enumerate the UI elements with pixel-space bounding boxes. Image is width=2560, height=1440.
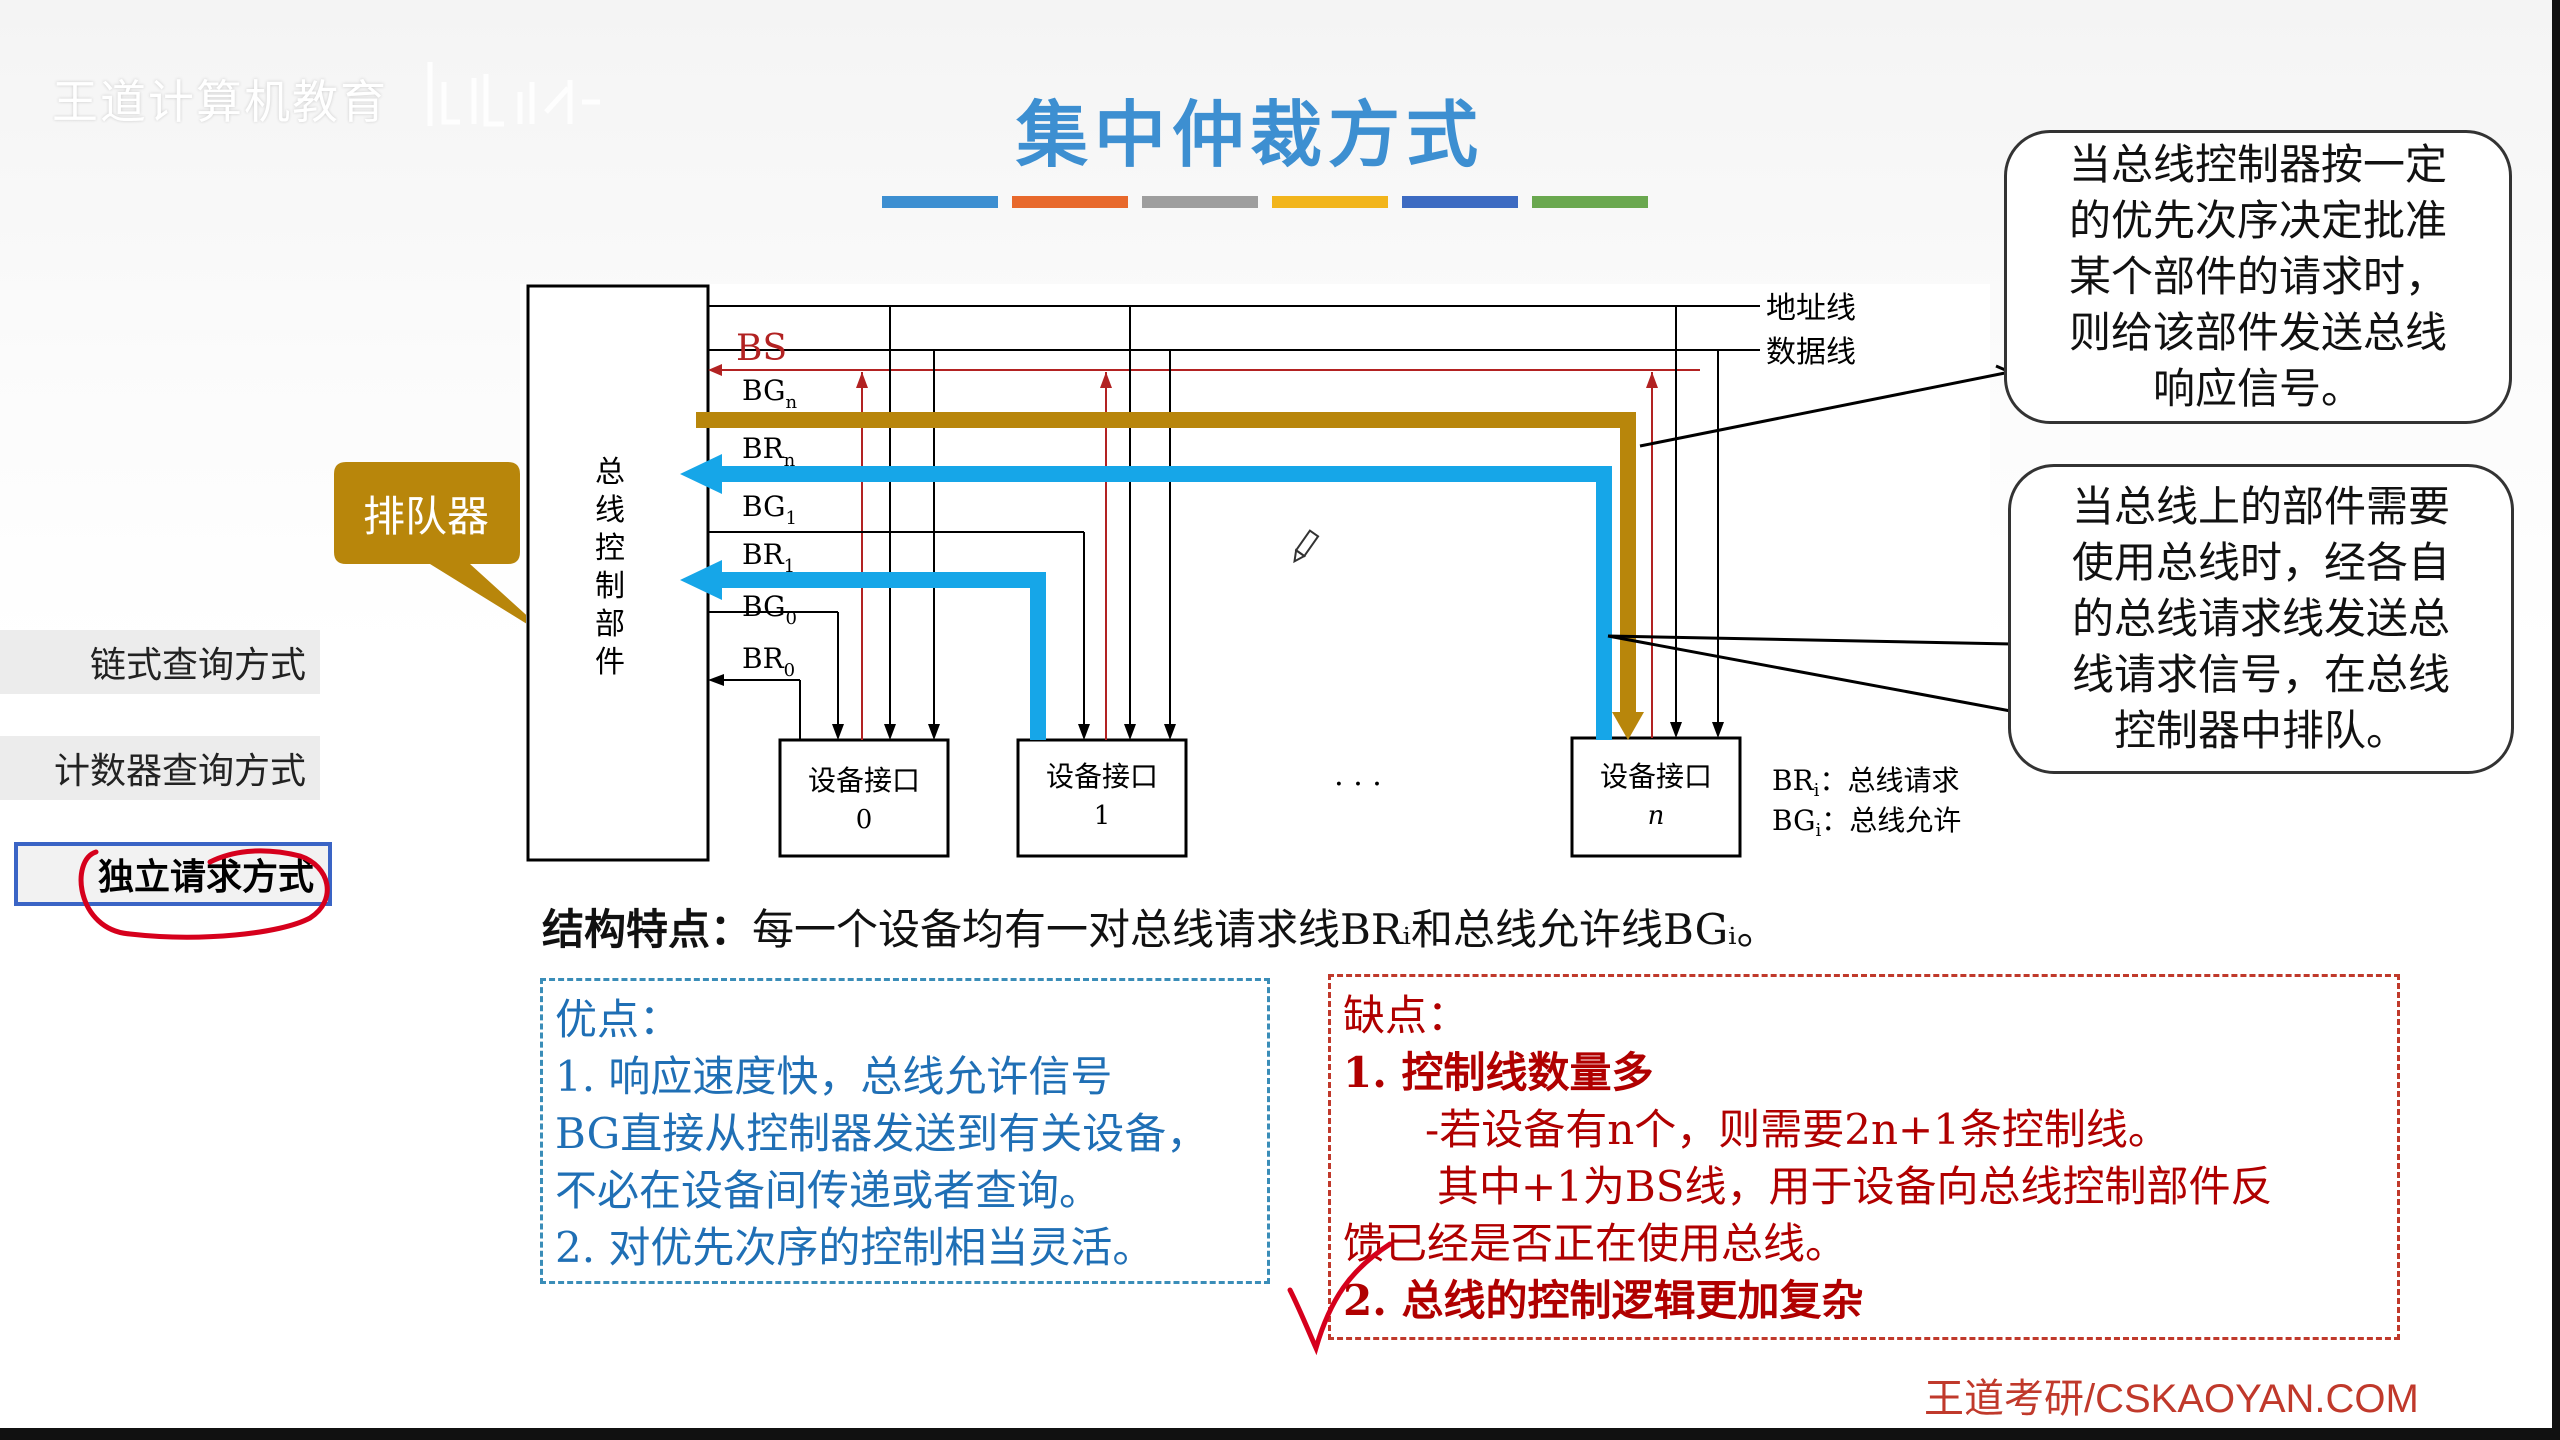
device-0-label: 设备接口 [808,764,920,797]
callout-bottom-line-2: 使用总线时，经各自 [2071,538,2450,587]
br0-label: BR0 [742,642,795,681]
structure-heading: 结构特点： [542,905,753,954]
disadvantage-item-2: 2. 总线的控制逻辑更加复杂 [1343,1276,1864,1325]
sidebar-item-label: 链式查询方式 [89,645,306,686]
title-bar-3 [1142,196,1258,208]
br1-label: BR1 [742,538,795,577]
data-line-label: 数据线 [1766,335,1856,370]
disadvantages-heading: 缺点： [1343,991,1470,1040]
callout-bottom-line-3: 的总线请求线发送总 [2071,594,2450,643]
footer-brand: 王道考研/CSKAOYAN.COM [1924,1377,2419,1421]
queue-callout-shape [334,462,526,624]
advantage-line-1: 1. 响应速度快，总线允许信号 [555,1052,1113,1101]
pen-cursor-icon [1293,529,1320,564]
legend-bg: BGi：总线允许 [1772,804,1961,841]
device-0-index: 0 [856,805,873,835]
bgn-label: BGn [742,374,797,413]
disadvantage-detail-1: -若设备有n个，则需要2n+1条控制线。 [1425,1105,2170,1154]
controller-label-5: 部 [595,607,625,642]
advantage-line-4: 2. 对优先次序的控制相当灵活。 [555,1223,1155,1272]
callout-top-line-3: 某个部件的请求时， [2068,252,2447,301]
disadvantage-detail-2: 其中+1为BS线，用于设备向总线控制部件反 [1437,1162,2273,1211]
address-line-label: 地址线 [1766,291,1856,326]
advantage-line-3: 不必在设备间传递或者查询。 [555,1166,1102,1215]
bus-arbitration-diagram: 总 线 控 制 部 件 地址线 数据线 BS BGn BRn BG1 BR1 B… [520,284,1990,864]
callout-top-line-2: 的优先次序决定批准 [2068,196,2447,245]
watermark-signature-icon [427,62,600,127]
queue-label: 排队器 [362,492,489,541]
grant-explanation-callout: 当总线控制器按一定 的优先次序决定批准 某个部件的请求时， 则给该部件发送总线 … [2004,130,2512,424]
device-interface-0 [778,738,950,858]
title-decoration [882,196,1648,208]
title-bar-1 [882,196,998,208]
callout-top-line-5: 响应信号。 [2152,364,2363,413]
request-explanation-callout: 当总线上的部件需要 使用总线时，经各自 的总线请求线发送总 线请求信号，在总线 … [2008,464,2514,774]
device-1-label: 设备接口 [1046,760,1158,793]
structure-text: 每一个设备均有一对总线请求线BRᵢ和总线允许线BGᵢ。 [752,905,1779,954]
disadvantage-detail-3: 馈已经是否正在使用总线。 [1343,1219,1848,1268]
device-interface-1 [1016,738,1188,858]
bg0-label: BG0 [742,590,797,629]
device-n-label: 设备接口 [1600,760,1712,793]
title-bar-6 [1532,196,1648,208]
callout-bottom-line-1: 当总线上的部件需要 [2071,482,2450,531]
bg1-label: BG1 [742,490,797,529]
controller-label-1: 总 [595,455,625,490]
title-bar-5 [1402,196,1518,208]
callout-top-line-4: 则给该部件发送总线 [2068,308,2447,357]
bus-controller-box [526,284,710,862]
disadvantages-box: 缺点： 1. 控制线数量多 -若设备有n个，则需要2n+1条控制线。 其中+1为… [1328,974,2400,1340]
controller-label-3: 控 [595,531,625,566]
structure-feature: 结构特点：每一个设备均有一对总线请求线BRᵢ和总线允许线BGᵢ。 [542,896,1779,957]
advantages-heading: 优点： [555,995,682,1044]
device-1-index: 1 [1094,801,1111,831]
controller-label-2: 线 [595,493,625,528]
br1-request-arrow [720,572,1046,740]
callout-bottom-line-4: 线请求信号，在总线 [2071,650,2450,699]
ellipsis: · · · [1334,767,1382,802]
callout-top-line-1: 当总线控制器按一定 [2068,140,2447,189]
controller-label-6: 件 [595,645,625,680]
sidebar-item-label: 计数器查询方式 [53,751,306,792]
sidebar-item-counter-query[interactable]: 计数器查询方式 [0,736,320,800]
advantages-box: 优点： 1. 响应速度快，总线允许信号 BG直接从控制器发送到有关设备， 不必在… [540,978,1270,1284]
brn-label: BRn [742,432,796,471]
watermark-logo: 王道计算机教育 [52,75,388,129]
page-title: 集中仲裁方式 [1015,93,1484,177]
bgn-grant-arrow [696,412,1636,716]
legend-br: BRi：总线请求 [1772,764,1959,801]
device-interface-n [1570,736,1742,858]
title-bar-2 [1012,196,1128,208]
disadvantage-item-1: 1. 控制线数量多 [1343,1048,1654,1097]
sidebar-item-daisy-chain[interactable]: 链式查询方式 [0,630,320,694]
callout-bottom-line-5: 控制器中排队。 [2113,706,2408,755]
controller-label-4: 制 [595,569,625,604]
brn-request-arrow [720,466,1612,740]
device-n-index: n [1648,801,1665,831]
bs-label: BS [736,328,787,369]
advantage-line-2: BG直接从控制器发送到有关设备， [555,1109,1209,1158]
title-bar-4 [1272,196,1388,208]
bs-arrowhead [708,364,722,376]
